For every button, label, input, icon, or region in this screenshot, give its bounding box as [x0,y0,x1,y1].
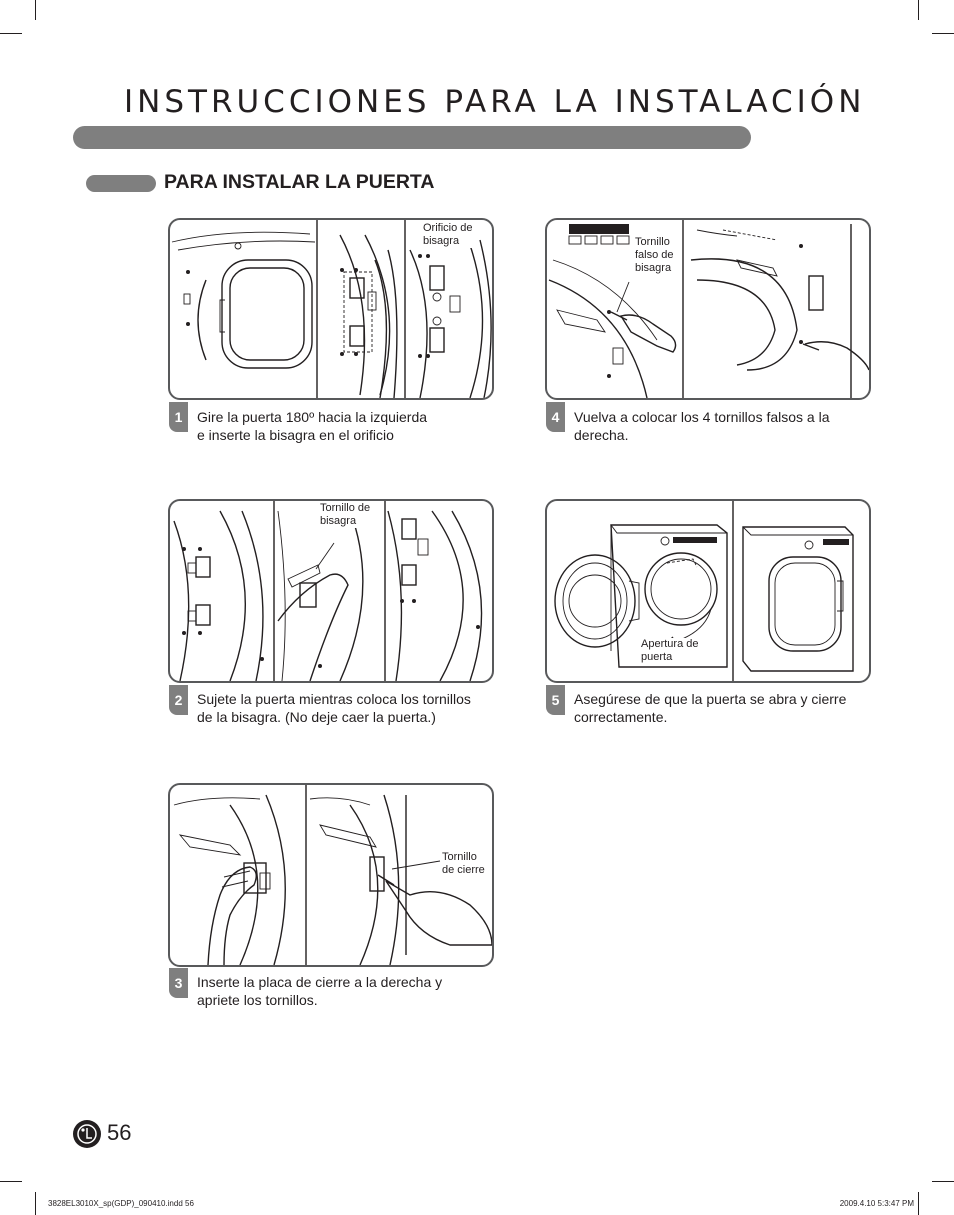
step-2-text: Sujete la puerta mientras coloca los tor… [197,691,471,725]
step-3-number: 3 [169,968,188,998]
step-4-text: Vuelva a colocar los 4 tornillos falsos … [574,409,830,443]
crop-mark [932,33,954,34]
step-1-text: Gire la puerta 180º hacia la izquierda e… [197,409,428,443]
title-bar [73,126,751,149]
page-title: INSTRUCCIONES PARA LA INSTALACIÓN [124,84,866,120]
section-pill [86,175,156,192]
crop-mark [918,0,919,20]
step-4-number: 4 [546,402,565,432]
lg-logo-icon [73,1120,101,1148]
dummy-screw-illustration [548,220,869,398]
callout-tornillo-bisagra: Tornillo de bisagra [320,502,371,528]
crop-mark [35,1192,36,1215]
callout-tornillo-falso-bisagra: Tornillo falso de bisagra [635,236,674,275]
step-4-illustration: Tornillo falso de bisagra [545,218,871,400]
crop-mark [35,0,36,20]
step-5-text: Asegúrese de que la puerta se abra y cie… [574,691,847,725]
door-opening-illustration [554,501,854,681]
footer-timestamp: 2009.4.10 5:3:47 PM [839,1199,914,1208]
crop-mark [918,1192,919,1215]
section-title: PARA INSTALAR LA PUERTA [164,171,435,193]
step-5-number: 5 [546,685,565,715]
hinge-screw-illustration [173,501,483,681]
step-2-illustration: Tornillo de bisagra [168,499,494,683]
crop-mark [0,1181,22,1182]
callout-orificio-bisagra: Orificio de bisagra [423,222,473,248]
step-3-illustration: Tornillo de cierre [168,783,494,967]
step-5-illustration: Apertura de puerta [545,499,871,683]
step-1-illustration: Orificio de bisagra [168,218,494,400]
strike-plate-illustration [173,785,492,965]
step-1-number: 1 [169,402,188,432]
callout-tornillo-cierre: Tornillo de cierre [442,851,485,877]
step-2-number: 2 [169,685,188,715]
footer-file-info: 3828EL3010X_sp(GDP)_090410.indd 56 [48,1199,194,1208]
door-hinge-illustration [171,220,492,398]
crop-mark [932,1181,954,1182]
step-3-text: Inserte la placa de cierre a la derecha … [197,974,443,1008]
callout-apertura-puerta: Apertura de puerta [641,638,699,664]
crop-mark [0,33,22,34]
page-number: 56 [107,1120,132,1145]
